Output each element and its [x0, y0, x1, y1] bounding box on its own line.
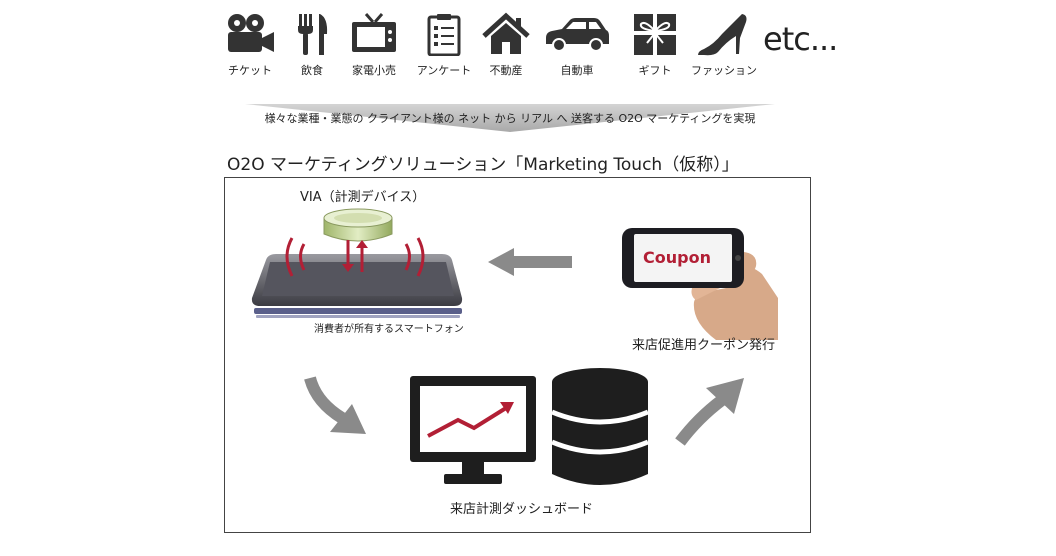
clipboard-icon: [427, 14, 461, 56]
category-label: 家電小売: [352, 64, 396, 77]
house-icon: [482, 12, 530, 54]
curved-up-arrow-icon: [675, 378, 744, 446]
category-label: 自動車: [560, 64, 594, 77]
diagram-frame: [224, 177, 811, 533]
category-survey: アンケート: [409, 12, 479, 78]
banner-text: 様々な業種・業態の クライアント様の ネット から リアル へ 送客する O2O…: [264, 112, 756, 125]
category-appliance: 家電小売: [339, 12, 409, 78]
category-label: ファッション: [691, 64, 757, 77]
category-automobile: 自動車: [537, 12, 617, 78]
solution-title: O2O マーケティングソリューション「Marketing Touch（仮称）」: [227, 155, 739, 175]
category-label: チケット: [228, 64, 272, 77]
category-label: ギフト: [638, 64, 672, 77]
category-real-estate: 不動産: [471, 12, 541, 78]
category-label: アンケート: [416, 64, 472, 77]
category-fashion: ファッション: [685, 12, 763, 78]
via-device-icon: [323, 208, 393, 242]
television-icon: [352, 13, 396, 52]
etc-label: etc...: [763, 20, 838, 58]
coupon-issue-label: 来店促進用クーポン発行: [632, 338, 776, 353]
fork-knife-icon: [298, 14, 328, 55]
movie-camera-icon: [228, 14, 274, 52]
high-heel-icon: [698, 14, 747, 56]
gift-icon: [634, 14, 676, 55]
category-label: 飲食: [301, 64, 323, 77]
dashboard-label: 来店計測ダッシュボード: [450, 502, 594, 517]
category-ticket: チケット: [215, 12, 285, 78]
category-food: 飲食: [277, 12, 347, 78]
hand-holding-phone-icon: [622, 228, 778, 340]
down-arrow-banner-shape: [245, 104, 775, 132]
database-icon: [551, 368, 649, 485]
consumer-smartphone-label: 消費者が所有するスマートフォン: [314, 324, 464, 335]
via-device-label: VIA（計測デバイス）: [300, 190, 426, 205]
smartphone-flat-icon: [251, 237, 463, 318]
dashboard-monitor-icon: [410, 376, 536, 484]
category-label: 不動産: [489, 64, 523, 77]
category-gift: ギフト: [620, 12, 690, 78]
coupon-screen-text: Coupon: [643, 248, 711, 267]
category-icon-row: チケット 飲食 家電小売: [215, 12, 838, 92]
car-icon: [546, 18, 609, 52]
left-arrow-icon: [488, 248, 572, 276]
curved-down-arrow-icon: [304, 376, 366, 434]
concept-banner: 様々な業種・業態の クライアント様の ネット から リアル へ 送客する O2O…: [245, 104, 775, 132]
